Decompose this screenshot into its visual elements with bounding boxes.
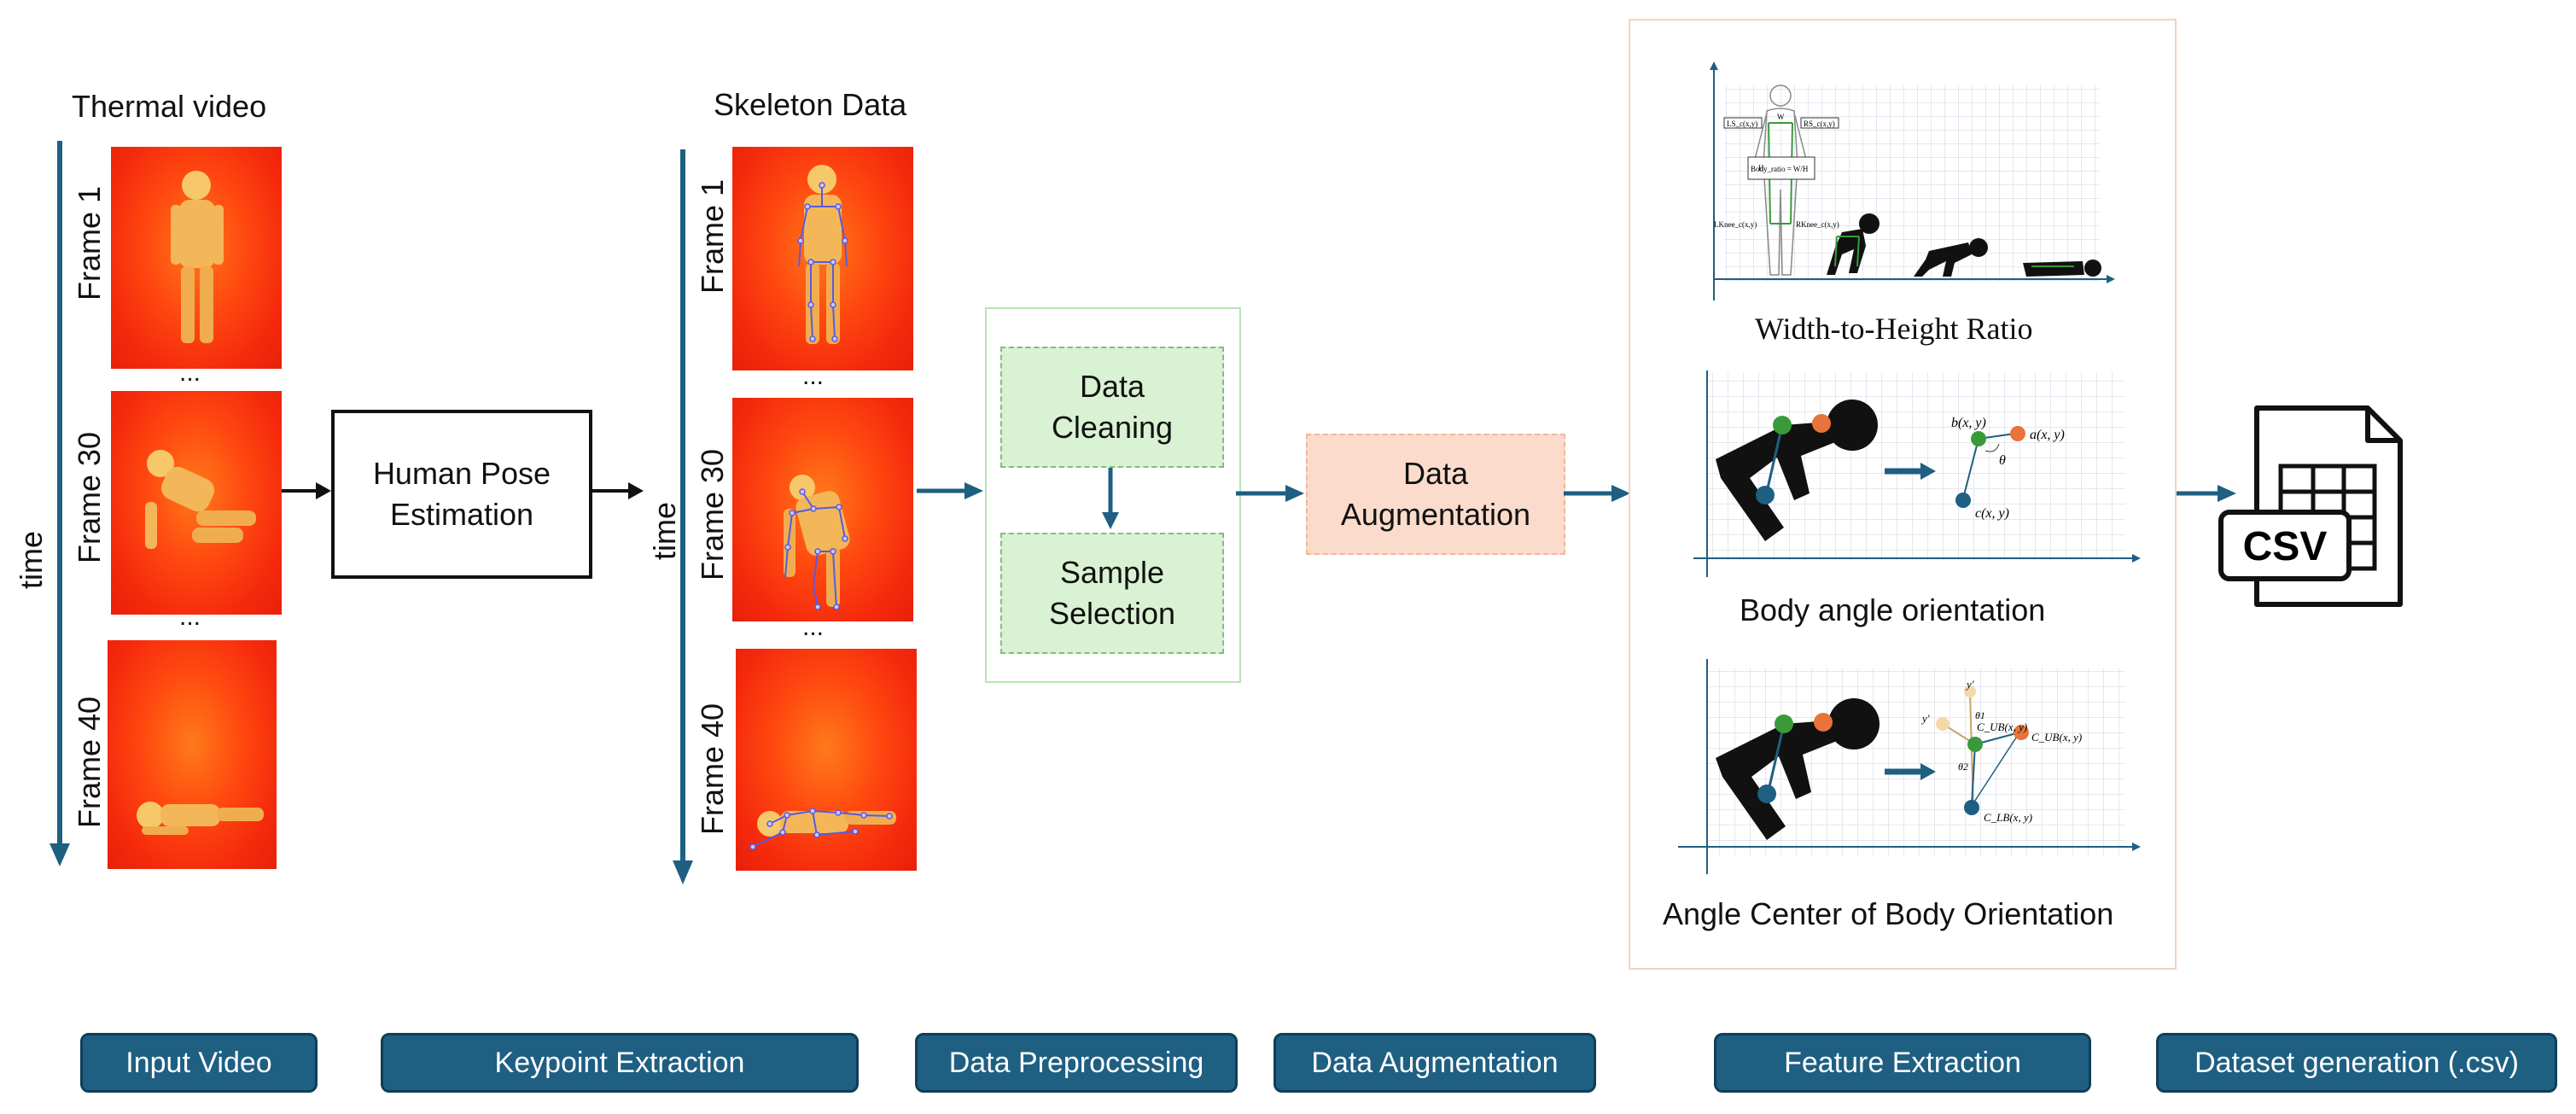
skeleton-falling-overlay [784,475,850,610]
center-label-clb: C_LB(x, y) [1984,811,2032,824]
thermal-video-title: Thermal video [72,89,267,124]
data-augmentation-label: Data Augmentation [1340,456,1531,532]
stage-input-video: Input Video [80,1033,318,1093]
stage-dataset-generation-label: Dataset generation (.csv) [2194,1046,2519,1079]
skeleton-frame-1-label: Frame 1 [695,178,730,294]
thermal-frame-1-image [111,147,282,369]
time-axis-input [50,141,70,866]
arrow-features-to-csv [2177,485,2236,502]
skeleton-frame-30-image [732,398,913,621]
angle-center-figure: y' y' θ1 C_UB(x, y) C_UB(x, y) θ2 C_LB(x… [1678,659,2141,874]
center-label-y2: y' [1965,678,1974,691]
wh-label-h: H [1758,164,1764,172]
body-angle-caption: Body angle orientation [1740,592,2046,627]
wh-label-ls: LS_c(x,y) [1727,120,1757,128]
skeleton-standing-overlay [797,165,848,344]
csv-label: CSV [2243,524,2328,569]
stage-feature-extraction-label: Feature Extraction [1784,1046,2021,1079]
skeleton-frame-30-label: Frame 30 [695,448,730,580]
angle-center-caption: Angle Center of Body Orientation [1663,896,2114,931]
arrow-preprocessing-to-augmentation [1236,485,1304,502]
person-lying-silhouette [137,802,264,835]
time-axis-skeleton [673,149,693,884]
stage-data-preprocessing-label: Data Preprocessing [948,1046,1204,1079]
human-pose-estimation-label: Human Pose Estimation [372,456,551,532]
skeleton-data-title: Skeleton Data [714,87,907,122]
skeleton-frame-40-label: Frame 40 [695,703,730,835]
stage-keypoint-extraction-label: Keypoint Extraction [494,1046,745,1079]
width-to-height-caption: Width-to-Height Ratio [1755,312,2033,346]
person-standing-silhouette [171,171,224,343]
csv-file-icon: CSV [2218,405,2403,607]
time-label-skeleton: time [647,501,682,560]
person-kneeling-silhouette [145,450,256,549]
stage-feature-extraction: Feature Extraction [1714,1033,2091,1093]
arrow-skeleton-to-preprocessing [917,482,983,499]
arrow-input-to-pose [282,482,331,499]
falling-body-icon-2 [1716,698,1880,840]
angle-label-theta: θ [1999,453,2006,468]
ellipsis-2: ... [179,603,201,631]
arrow-cleaning-to-selection [1102,468,1119,529]
falling-body-icon [1716,400,1878,541]
angle-label-c: c(x, y) [1975,506,2009,521]
stage-keypoint-extraction: Keypoint Extraction [381,1033,859,1093]
human-pose-estimation-box: Human Pose Estimation [331,410,592,579]
wh-label-lknee: LKnee_c(x,y) [1714,220,1757,229]
center-label-cub: C_UB(x, y) [2031,731,2082,744]
time-label-input: time [14,530,49,589]
data-cleaning-box: Data Cleaning [1000,347,1224,468]
stage-data-preprocessing: Data Preprocessing [915,1033,1238,1093]
stage-dataset-generation: Dataset generation (.csv) [2156,1033,2557,1093]
data-augmentation-box: Data Augmentation [1306,434,1565,555]
skeleton-lying-overlay [749,808,896,850]
center-label-theta1: θ1 [1975,709,1985,721]
stage-data-augmentation: Data Augmentation [1273,1033,1596,1093]
skeleton-ellipsis-2: ... [802,613,825,641]
wh-label-w: W [1777,113,1785,121]
center-label-theta2: θ2 [1958,761,1968,773]
sample-selection-label: Sample Selection [1048,555,1176,631]
falling-person-2-icon [1914,238,1988,277]
thermal-frame-30-image [111,391,282,615]
skeleton-frame-40-image [736,649,917,871]
ellipsis-1: ... [179,359,201,387]
frame-40-label: Frame 40 [72,696,107,828]
center-label-cub-top: C_UB(x, y) [1977,720,2027,733]
skeleton-ellipsis-1: ... [802,362,825,390]
arrow-pose-to-skeleton [591,482,644,499]
angle-label-a: a(x, y) [2030,428,2065,442]
arrow-augmentation-to-features [1564,485,1630,502]
center-label-y1: y' [1920,712,1930,725]
stage-input-video-label: Input Video [125,1046,272,1079]
body-angle-orientation-figure: b(x, y) a(x, y) θ c(x, y) [1693,370,2141,577]
thermal-frame-40-image [108,640,277,869]
wh-label-rknee: RKnee_c(x,y) [1796,220,1839,229]
falling-person-1-icon [1827,213,1880,275]
wh-label-body-ratio: Body_ratio = W/H [1751,165,1809,173]
data-cleaning-label: Data Cleaning [1051,369,1174,445]
frame-30-label: Frame 30 [72,431,107,563]
angle-label-b: b(x, y) [1951,416,1986,430]
width-to-height-ratio-figure: LS_c(x,y) RS_c(x,y) Body_ratio = W/H RKn… [1710,61,2115,300]
stage-data-augmentation-label: Data Augmentation [1311,1046,1559,1079]
skeleton-frame-1-image [732,147,913,370]
frame-1-label: Frame 1 [72,185,107,300]
lying-person-icon [2023,260,2101,277]
wh-label-rs: RS_c(x,y) [1804,120,1835,128]
sample-selection-box: Sample Selection [1000,533,1224,654]
